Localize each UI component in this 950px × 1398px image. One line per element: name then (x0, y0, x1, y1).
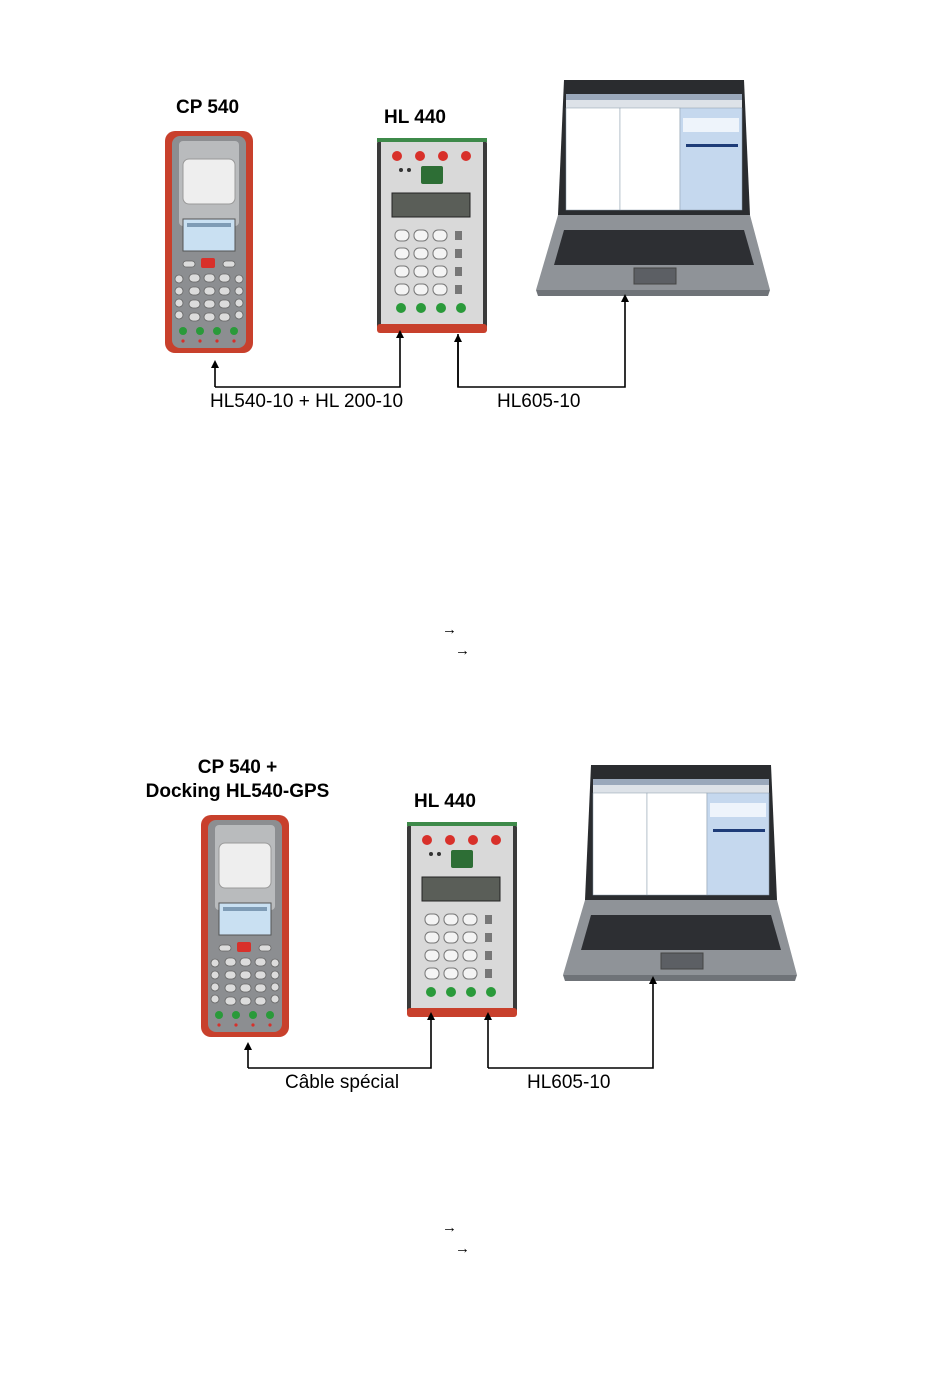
cp540-printer-image-2 (201, 815, 289, 1037)
laptop-image (536, 80, 770, 296)
hl440-chronometer-image-2 (407, 822, 517, 1017)
laptop-image-2 (563, 765, 797, 981)
hl440-chronometer-image (377, 138, 487, 333)
cp540-printer-image (165, 131, 253, 353)
